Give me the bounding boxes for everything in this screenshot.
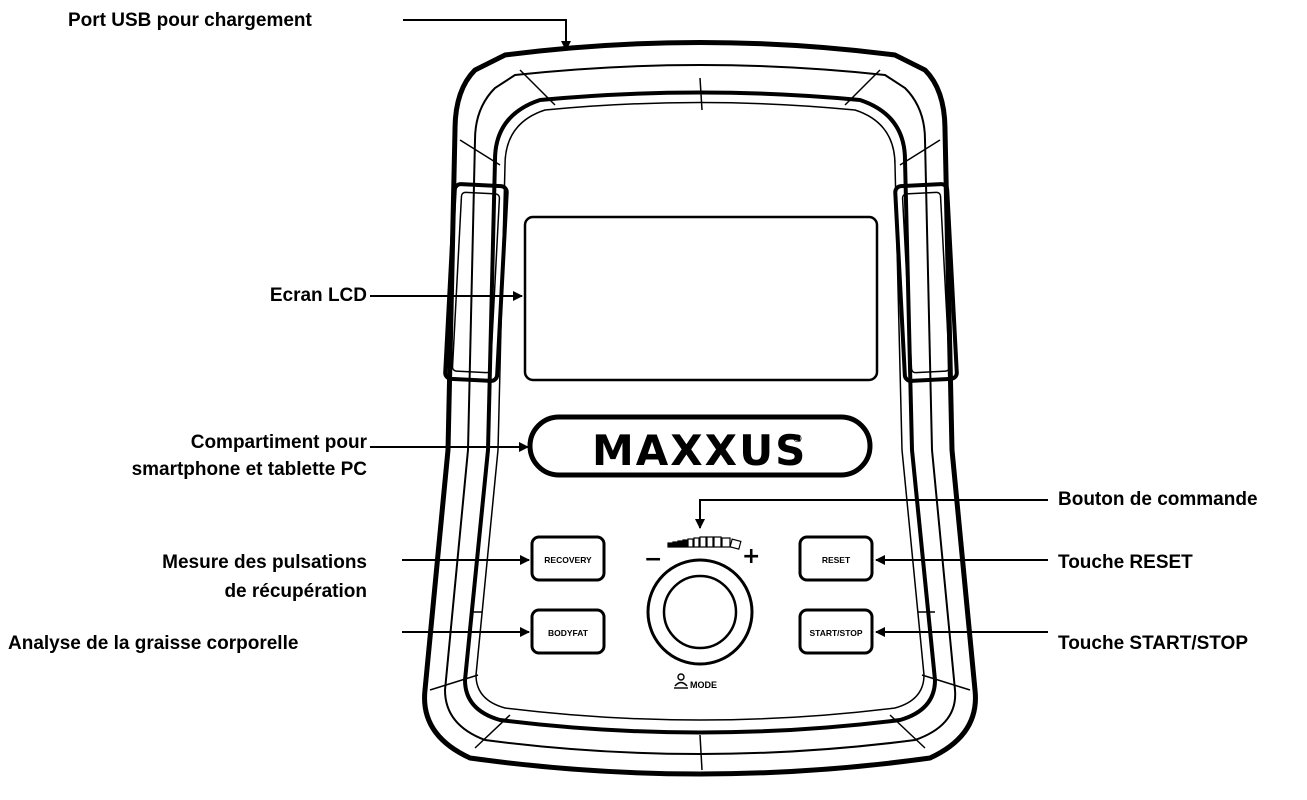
person-icon (674, 673, 688, 689)
bodyfat-label: Analyse de la graisse corporelle (8, 633, 299, 654)
lcd-screen (523, 215, 879, 382)
compartment-label-line2: smartphone et tablette PC (131, 459, 367, 480)
level-scale (667, 536, 742, 550)
control-knob-label: Bouton de commande (1058, 489, 1258, 510)
registered-icon: ® (792, 432, 803, 445)
recovery-button-label: RECOVERY (544, 555, 592, 565)
reset-button-label: RESET (822, 555, 851, 565)
left-grip (443, 182, 509, 383)
reset-key-label: Touche RESET (1058, 552, 1193, 573)
console-inner-frame (443, 64, 957, 755)
console-face-inner (475, 101, 925, 721)
left-grip-inner (451, 191, 501, 374)
start-stop-button-label: START/STOP (809, 628, 862, 638)
bodyfat-button-label: BODYFAT (548, 628, 589, 638)
minus-icon: − (644, 547, 662, 572)
device-compartment (527, 414, 873, 478)
console-outer-frame (422, 40, 978, 777)
plus-icon: + (742, 544, 760, 569)
frame-facet-lines (429, 69, 971, 771)
mode-label: MODE (690, 680, 717, 690)
right-grip (893, 182, 959, 383)
console-face (462, 90, 938, 735)
lcd-screen-label: Ecran LCD (269, 285, 367, 306)
reset-button[interactable]: RESET (798, 535, 874, 582)
callout-arrows (370, 19, 1048, 637)
start-stop-key-label: Touche START/STOP (1058, 633, 1249, 654)
recovery-label-line2: de récupération (224, 581, 367, 602)
recovery-label-line1: Mesure des pulsations (162, 552, 367, 573)
start-stop-button[interactable]: START/STOP (798, 608, 874, 655)
recovery-button[interactable]: RECOVERY (530, 535, 606, 582)
control-knob[interactable] (646, 558, 754, 666)
compartment-label-line1: Compartiment pour (190, 432, 367, 453)
brand-logo: MAXXUS (592, 426, 807, 475)
arrow-icon (695, 499, 1048, 529)
arrow-icon (403, 19, 571, 51)
usb-port-label: Port USB pour chargement (68, 10, 312, 31)
bodyfat-button[interactable]: BODYFAT (530, 608, 606, 655)
right-grip-inner (901, 191, 951, 374)
